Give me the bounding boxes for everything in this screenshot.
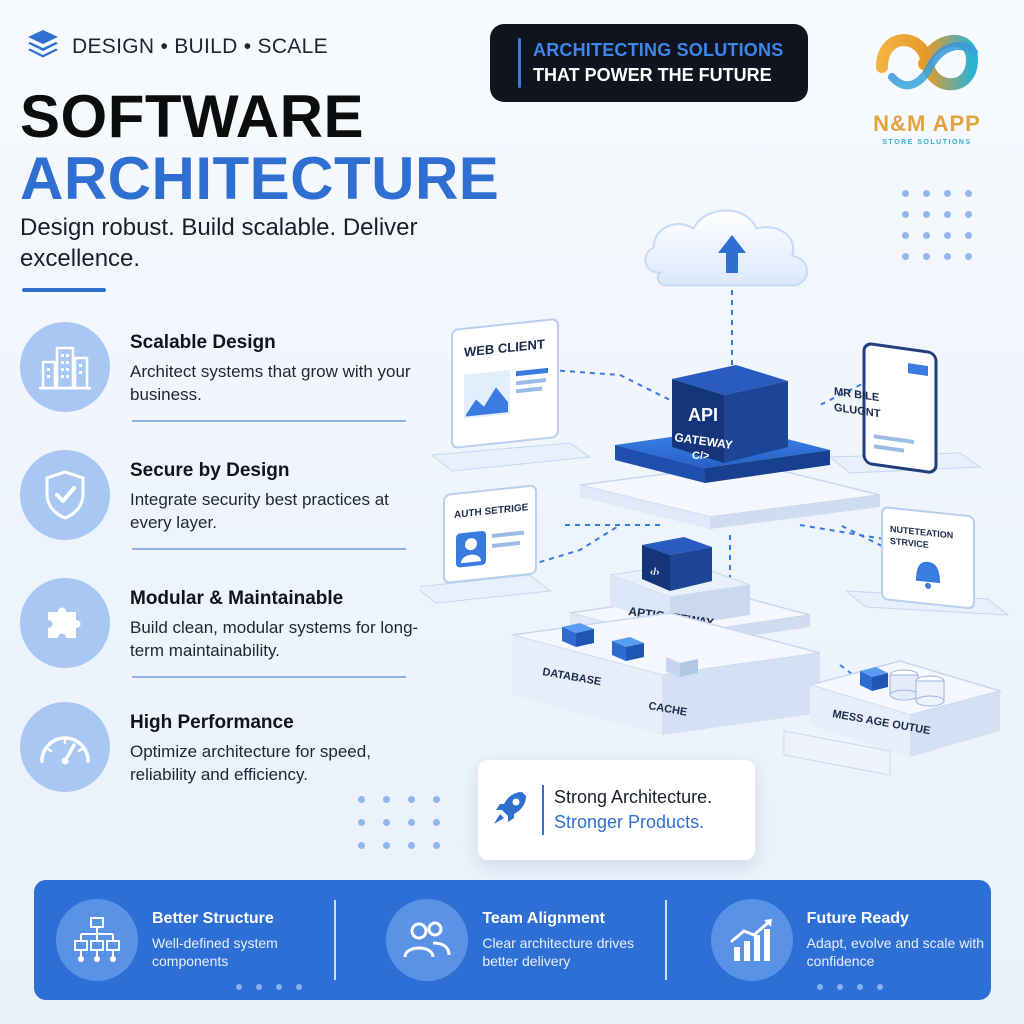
benefit-desc: Well-defined system components: [152, 935, 278, 969]
feature-title: High Performance: [130, 712, 294, 733]
gauge-icon: [20, 702, 110, 792]
benefit-desc: Clear architecture drives better deliver…: [482, 935, 635, 969]
benefits-band: Better Structure Well-defined system com…: [34, 880, 991, 1000]
decor-dots-left: [358, 796, 440, 849]
benefit-future-ready: Future Ready Adapt, evolve and scale wit…: [667, 880, 991, 1000]
feature-modular-maintainable: Modular & Maintainable Build clean, modu…: [20, 578, 420, 688]
benefit-title: Future Ready: [806, 910, 909, 927]
rocket-icon: [488, 786, 532, 835]
brand-logo: N&M APP STORE SOLUTIONS: [852, 22, 1002, 152]
puzzle-icon: [20, 578, 110, 668]
cloud-icon: [644, 209, 808, 287]
svg-text:‹/›: ‹/›: [650, 567, 659, 578]
queue-stack: [860, 667, 945, 707]
quote-line2: Stronger Products.: [554, 812, 705, 832]
benefit-title: Team Alignment: [482, 910, 606, 927]
page-title-line2: ARCHITECTURE: [20, 145, 500, 212]
auth-service-panel: AUTH SETRIGE: [420, 484, 552, 604]
quote-card: Strong Architecture. Stronger Products.: [478, 760, 755, 860]
notification-label-2: STRVICE: [890, 536, 929, 550]
feature-divider: [132, 420, 406, 422]
badge-accent-bar: [518, 38, 521, 88]
feature-high-performance: High Performance Optimize architecture f…: [20, 702, 420, 812]
notification-service-panel: NUTETEATION STRVICE: [844, 506, 1010, 616]
database-cache-platform: DATABASE CACHE: [511, 612, 821, 735]
band-separator: [664, 900, 667, 980]
decor-dots-top-right: [902, 190, 972, 260]
feature-divider: [132, 676, 406, 678]
quote-line1: Strong Architecture.: [554, 787, 713, 807]
band-separator: [334, 900, 337, 980]
message-queue-platform: MESS AGE OUTUE: [783, 660, 1003, 776]
decor-dots-band: [816, 984, 883, 990]
badge-line1: ARCHITECTING SOLUTIONS: [533, 40, 784, 60]
feature-desc: Optimize architecture for speed, reliabi…: [130, 742, 371, 784]
feature-secure-by-design: Secure by Design Integrate security best…: [20, 450, 420, 560]
badge-line2: THAT POWER THE FUTURE: [533, 65, 772, 85]
feature-title: Scalable Design: [130, 332, 276, 353]
feature-desc: Build clean, modular systems for long-te…: [130, 618, 419, 660]
growth-chart-icon: [710, 899, 793, 981]
feature-divider: [132, 548, 406, 550]
api-gateway-cube: API GATEWAY C/>: [672, 365, 788, 463]
database-blocks: [562, 623, 698, 677]
feature-title: Secure by Design: [130, 460, 290, 481]
infinity-logo-icon: [876, 34, 979, 91]
feature-desc: Architect systems that grow with your bu…: [130, 362, 411, 404]
mobile-client-panel: MR BILE GLUGNT: [828, 342, 982, 474]
benefit-team-alignment: Team Alignment Clear architecture drives…: [336, 880, 667, 1000]
benefit-desc: Adapt, evolve and scale with confidence: [806, 935, 985, 969]
page-title-line1: SOFTWARE: [20, 83, 364, 150]
hierarchy-icon: [56, 899, 138, 981]
logo-name: N&M APP: [873, 111, 981, 136]
shield-check-icon: [20, 450, 110, 540]
headline-badge: ARCHITECTING SOLUTIONS THAT POWER THE FU…: [490, 24, 808, 102]
feature-scalable-design: Scalable Design Architect systems that g…: [20, 322, 420, 432]
architecture-diagram: WEB CLIENT MR BILE GLUGNT API: [420, 209, 1010, 776]
benefit-better-structure: Better Structure Well-defined system com…: [34, 880, 337, 1000]
logo-subtitle: STORE SOLUTIONS: [882, 139, 972, 146]
api-label-1: API: [688, 405, 718, 425]
feature-desc: Integrate security best practices at eve…: [130, 490, 389, 532]
quote-accent-bar: [542, 785, 544, 835]
web-client-panel: WEB CLIENT: [430, 318, 592, 472]
team-icon: [386, 899, 469, 981]
buildings-icon: [20, 322, 110, 412]
tagline: DESIGN • BUILD • SCALE: [26, 28, 328, 65]
page-subtitle: Design robust. Build scalable. Deliver e…: [20, 214, 418, 272]
decor-dots-band: [236, 984, 302, 990]
feature-title: Modular & Maintainable: [130, 588, 344, 609]
tagline-text: DESIGN • BUILD • SCALE: [72, 34, 328, 58]
layers-icon: [26, 28, 60, 65]
benefit-title: Better Structure: [152, 910, 274, 927]
api-label-3: C/>: [692, 450, 709, 462]
title-underline: [22, 288, 106, 292]
